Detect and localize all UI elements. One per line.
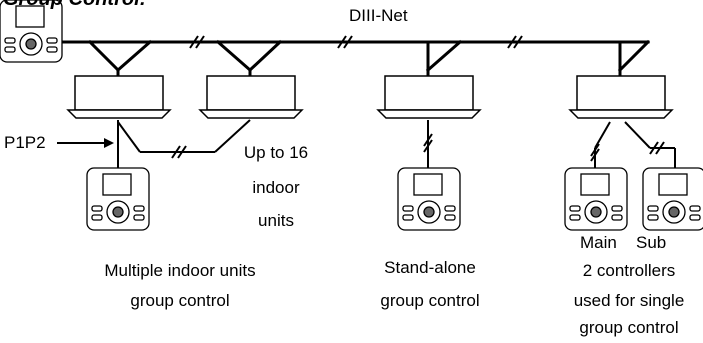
indoor-unit-4 <box>568 75 674 119</box>
remote-controller-standalone <box>397 167 461 231</box>
indoor-units <box>66 75 674 119</box>
branch-unit-1 <box>87 39 120 74</box>
main-label: Main <box>580 233 617 252</box>
units-label: units <box>258 211 294 230</box>
p1p2-wiring <box>117 119 676 168</box>
p1p2-label: P1P2 <box>4 133 46 152</box>
remote-controllers <box>0 0 703 231</box>
branch-unit-2 <box>215 39 253 73</box>
caption-multiple-line2: group control <box>130 291 230 310</box>
caption-two-controllers-line1: 2 controllers <box>582 261 676 280</box>
caption-two-controllers-line3: group control <box>579 318 679 337</box>
diii-net-label: DIII-Net <box>349 6 408 25</box>
remote-controller-sub <box>642 167 703 231</box>
p1p2-arrow <box>57 138 114 148</box>
indoor-unit-1 <box>66 75 172 119</box>
sub-label: Sub <box>636 233 667 252</box>
caption-standalone-line1: Stand-alone <box>384 258 476 277</box>
caption-two-controllers-line2: used for single <box>573 291 685 310</box>
up-to-16-label: Up to 16 <box>243 143 309 162</box>
indoor-unit-2 <box>198 75 304 119</box>
indoor-unit-3 <box>376 75 482 119</box>
caption-multiple-line1: Multiple indoor units <box>104 261 256 280</box>
remote-controller-multiple <box>86 167 150 231</box>
indoor-label: indoor <box>252 178 300 197</box>
diagram-title: Group Control: <box>3 0 146 11</box>
remote-controller-main <box>564 167 628 231</box>
remote-controller <box>0 0 63 63</box>
caption-standalone-line2: group control <box>380 291 480 310</box>
